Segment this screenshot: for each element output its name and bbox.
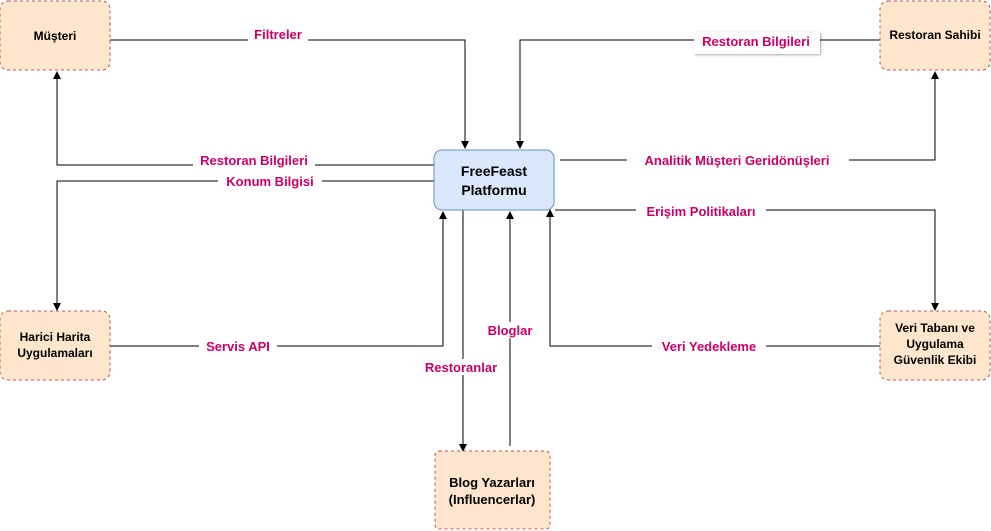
label-restoran-bilgileri-left: Restoran Bilgileri — [200, 153, 308, 168]
label-filtreler: Filtreler — [254, 27, 302, 42]
node-blog-label-1: Blog Yazarları — [449, 475, 535, 490]
label-konum-bilgisi-group: Konum Bilgisi — [218, 174, 322, 190]
label-erisim-group: Erişim Politikaları — [636, 203, 766, 219]
edge-veri-yedekleme — [546, 209, 880, 347]
label-restoran-bilgileri-left-group: Restoran Bilgileri — [193, 152, 315, 168]
node-harita-label-2: Uygulamaları — [17, 346, 92, 360]
label-restoranlar-group: Restoranlar — [416, 359, 506, 375]
node-blog-yazarlari: Blog Yazarları (Influencerlar) — [434, 450, 551, 530]
node-musteri: Müşteri — [0, 0, 111, 71]
label-erisim: Erişim Politikaları — [646, 204, 755, 219]
edge-konum-bilgisi — [53, 180, 434, 311]
node-veritabani-label-1: Veri Tabanı ve — [895, 321, 975, 335]
node-platform-label-2: Platformu — [461, 182, 526, 198]
node-veritabani-label-3: Güvenlik Ekibi — [894, 353, 977, 367]
node-restoran-sahibi-label: Restoran Sahibi — [889, 28, 980, 42]
label-analitik-group: Analitik Müşteri Geridönüşleri — [627, 152, 849, 168]
node-platform: FreeFeast Platformu — [433, 149, 555, 211]
label-analitik: Analitik Müşteri Geridönüşleri — [645, 153, 830, 168]
edge-servis-api — [110, 211, 447, 347]
node-restoran-sahibi: Restoran Sahibi — [879, 0, 991, 71]
edge-filtreler — [110, 39, 469, 149]
edge-analitik — [560, 71, 939, 161]
label-restoran-bilgileri-top: Restoran Bilgileri — [702, 34, 810, 49]
label-restoranlar: Restoranlar — [425, 360, 497, 375]
node-harita-label-1: Harici Harita — [20, 330, 91, 344]
node-veritabani: Veri Tabanı ve Uygulama Güvenlik Ekibi — [879, 310, 991, 381]
label-veri-yedekleme-group: Veri Yedekleme — [652, 338, 766, 354]
label-veri-yedekleme: Veri Yedekleme — [662, 339, 756, 354]
label-bloglar-group: Bloglar — [482, 322, 538, 338]
node-musteri-label: Müşteri — [34, 29, 77, 43]
label-filtreler-group: Filtreler — [248, 27, 308, 43]
label-konum-bilgisi: Konum Bilgisi — [226, 174, 313, 189]
label-servis-api-group: Servis API — [199, 338, 277, 354]
node-veritabani-label-2: Uygulama — [906, 337, 964, 351]
edge-erisim — [555, 209, 939, 311]
label-bloglar: Bloglar — [488, 323, 533, 338]
edge-restoran-bilgileri-top — [516, 39, 880, 149]
edge-restoran-bilgileri-left — [53, 71, 434, 166]
node-blog-label-2: (Influencerlar) — [449, 492, 536, 507]
node-platform-label-1: FreeFeast — [461, 163, 527, 179]
label-servis-api: Servis API — [206, 339, 270, 354]
node-harici-harita: Harici Harita Uygulamaları — [0, 310, 111, 381]
label-restoran-bilgileri-top-group: Restoran Bilgileri — [694, 32, 820, 54]
